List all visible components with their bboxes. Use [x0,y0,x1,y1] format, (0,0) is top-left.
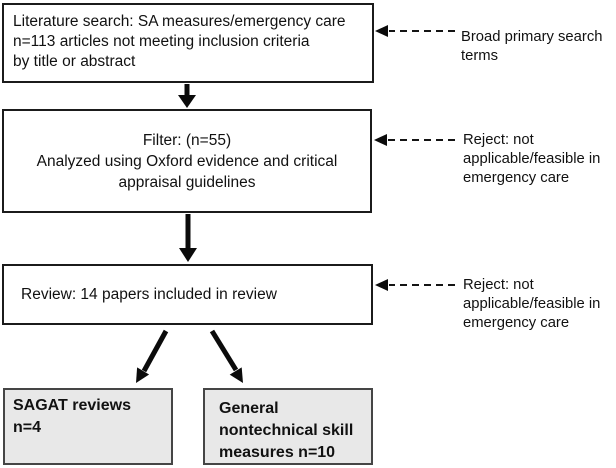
annotation-broad-terms-text: Broad primary search terms [461,29,603,64]
sagat-reviews-text: SAGAT reviews n=4 [13,397,131,436]
arrow-down-filter-to-review-icon [179,214,197,262]
review-text: Review: 14 papers included in review [21,285,277,303]
box-review: Review: 14 papers included in review [2,264,373,325]
annotation-reject-review-text: Reject: not applicable/feasible in emerg… [463,277,601,331]
box-sagat-reviews: SAGAT reviews n=4 [3,388,173,465]
literature-search-text: Literature search: SA measures/emergency… [13,13,346,70]
general-nontechnical-text: General nontechnical skill measures n=10 [219,400,354,461]
annotation-reject-filter: Reject: not applicable/feasible in emerg… [463,112,615,188]
box-filter: Filter: (n=55) Analyzed using Oxford evi… [2,109,372,213]
box-literature-search: Literature search: SA measures/emergency… [2,3,374,83]
arrow-diagonal-review-to-general-icon [209,329,243,383]
arrow-down-literature-to-filter-icon [178,84,196,108]
dashed-arrow-broad-terms-icon [375,25,455,37]
filter-text: Filter: (n=55) Analyzed using Oxford evi… [36,131,338,191]
box-general-nontechnical: General nontechnical skill measures n=10 [203,388,373,465]
dashed-arrow-reject-filter-icon [374,134,455,146]
annotation-broad-terms: Broad primary search terms [461,9,613,66]
annotation-reject-filter-text: Reject: not applicable/feasible in emerg… [463,132,601,186]
arrow-diagonal-review-to-sagat-icon [136,329,169,383]
dashed-arrow-reject-review-icon [375,279,455,291]
annotation-reject-review: Reject: not applicable/feasible in emerg… [463,257,615,333]
